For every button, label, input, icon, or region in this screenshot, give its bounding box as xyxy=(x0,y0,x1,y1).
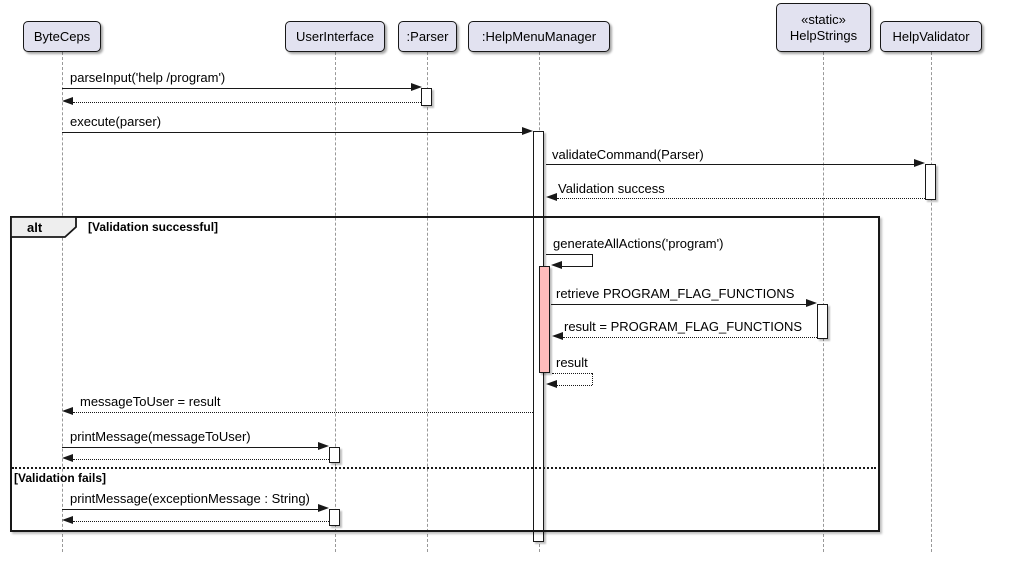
message-line xyxy=(551,304,806,305)
lifeline-byteceps xyxy=(62,52,63,552)
participant-helpmenumanager: :HelpMenuManager xyxy=(468,21,610,52)
arrowhead-left-icon xyxy=(552,332,563,340)
message-print-message-2-label: printMessage(exceptionMessage : String) xyxy=(70,491,310,506)
participant-userinterface-label: UserInterface xyxy=(295,28,375,44)
lifeline-helpvalidator xyxy=(931,52,932,552)
alt-divider xyxy=(12,467,876,469)
message-message-to-user-label: messageToUser = result xyxy=(80,394,221,409)
alt-guard-2: [Validation fails] xyxy=(14,471,107,485)
arrowhead-left-icon xyxy=(62,407,73,415)
lifeline-userinterface xyxy=(335,52,336,552)
message-line xyxy=(557,198,925,199)
message-print-message-1-label: printMessage(messageToUser) xyxy=(70,429,251,444)
message-result-self-label: result xyxy=(556,355,588,370)
message-line xyxy=(62,509,318,510)
arrowhead-left-icon xyxy=(551,261,562,269)
message-result-flags-label: result = PROGRAM_FLAG_FUNCTIONS xyxy=(564,319,803,334)
activation-parser xyxy=(421,88,432,106)
arrowhead-left-icon xyxy=(546,193,557,201)
participant-helpvalidator: HelpValidator xyxy=(880,21,982,52)
message-generate-all-actions-label: generateAllActions('program') xyxy=(553,236,724,251)
arrowhead-right-icon xyxy=(411,83,422,91)
message-line xyxy=(62,132,522,133)
participant-helpstrings-label: HelpStrings xyxy=(789,27,858,43)
participant-byteceps: ByteCeps xyxy=(23,21,101,52)
message-line xyxy=(557,385,592,386)
message-line xyxy=(73,521,329,522)
arrowhead-right-icon xyxy=(318,442,329,450)
arrowhead-left-icon xyxy=(546,380,557,388)
message-validation-success-label: Validation success xyxy=(558,181,665,196)
alt-operator-label: alt xyxy=(27,220,43,235)
message-validate-command-label: validateCommand(Parser) xyxy=(552,147,704,162)
message-line xyxy=(73,102,421,103)
participant-parser: :Parser xyxy=(398,21,457,52)
lifeline-parser xyxy=(427,52,428,552)
alt-fragment-frame xyxy=(10,216,880,532)
message-line xyxy=(62,447,318,448)
message-line xyxy=(73,459,329,460)
alt-guard-1: [Validation successful] xyxy=(88,220,219,234)
message-line xyxy=(561,266,592,267)
participant-helpmenumanager-label: :HelpMenuManager xyxy=(481,28,597,44)
arrowhead-left-icon xyxy=(62,97,73,105)
arrowhead-left-icon xyxy=(62,516,73,524)
participant-helpstrings: «static» HelpStrings xyxy=(776,3,871,52)
participant-helpstrings-stereotype: «static» xyxy=(801,11,846,27)
participant-helpvalidator-label: HelpValidator xyxy=(892,28,970,44)
alt-operator-tab xyxy=(10,216,77,238)
participant-byteceps-label: ByteCeps xyxy=(33,28,91,44)
message-line xyxy=(563,337,817,338)
message-execute-label: execute(parser) xyxy=(70,114,162,129)
activation-userinterface-2 xyxy=(329,509,340,526)
message-line xyxy=(592,254,593,267)
message-parse-input-label: parseInput('help /program') xyxy=(70,70,226,85)
participant-userinterface: UserInterface xyxy=(285,21,385,52)
message-retrieve-flags-label: retrieve PROGRAM_FLAG_FUNCTIONS xyxy=(556,286,795,301)
message-line xyxy=(62,88,411,89)
activation-helpmenumanager-nested xyxy=(539,266,550,373)
activation-userinterface-1 xyxy=(329,447,340,463)
activation-helpvalidator xyxy=(925,164,936,200)
arrowhead-right-icon xyxy=(318,504,329,512)
activation-helpstrings xyxy=(817,304,828,339)
message-line xyxy=(592,373,593,385)
message-line xyxy=(546,254,592,255)
arrowhead-right-icon xyxy=(914,159,925,167)
arrowhead-left-icon xyxy=(62,454,73,462)
message-line xyxy=(73,412,533,413)
arrowhead-right-icon xyxy=(806,299,817,307)
message-line xyxy=(552,373,592,374)
lifeline-helpstrings xyxy=(823,52,824,552)
message-line xyxy=(546,164,914,165)
arrowhead-right-icon xyxy=(522,127,533,135)
participant-parser-label: :Parser xyxy=(406,28,449,44)
